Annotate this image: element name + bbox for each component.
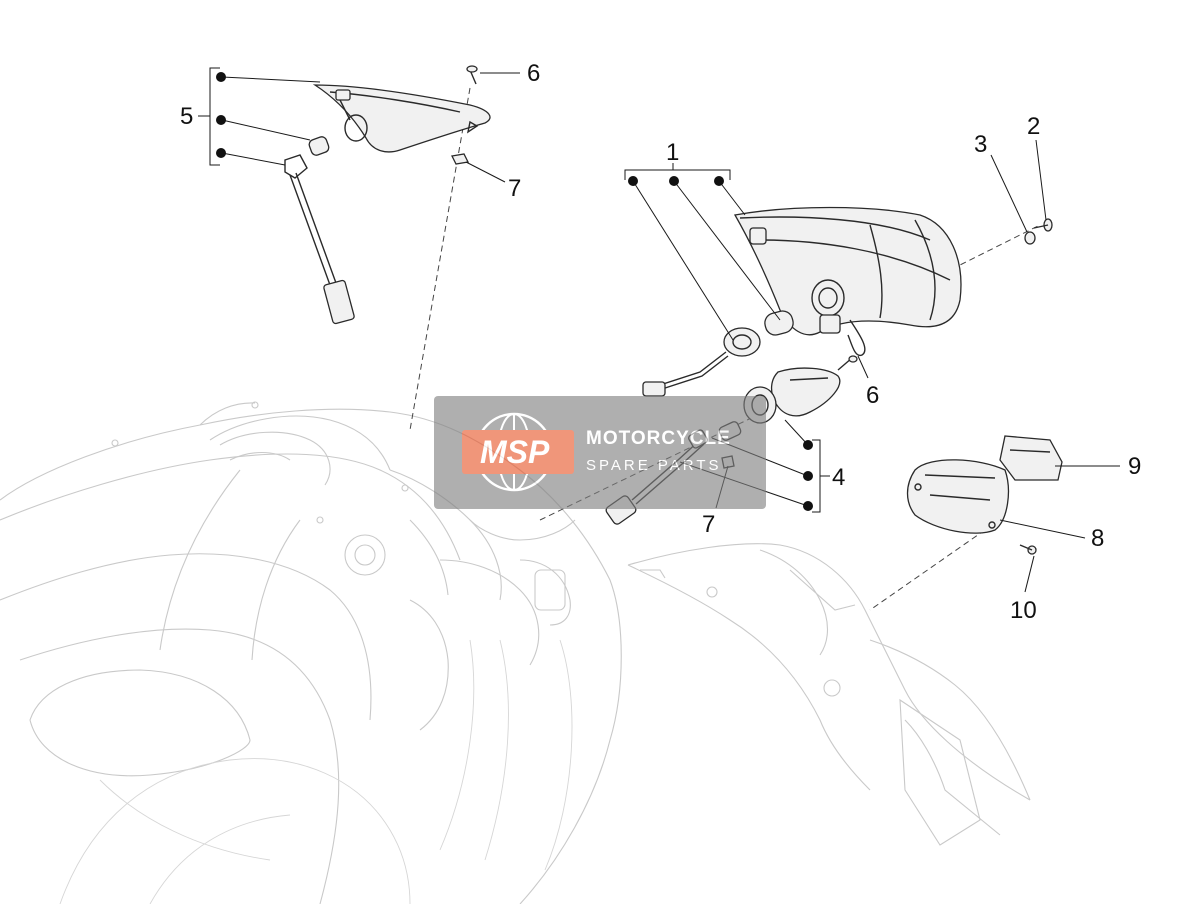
tail-light-assembly[interactable] bbox=[733, 206, 962, 357]
msp-logo-badge bbox=[462, 430, 574, 474]
callout-5[interactable]: 5 bbox=[180, 103, 193, 130]
callout-labels: 1 2 3 4 5 6 6 7 7 8 9 10 bbox=[180, 60, 1141, 624]
license-plate-light-part[interactable] bbox=[906, 459, 1010, 534]
tail-light-bulb-and-socket[interactable] bbox=[642, 309, 795, 397]
group-dots bbox=[216, 72, 813, 511]
front-turn-indicator-assembly[interactable] bbox=[284, 84, 491, 325]
scooter-body-outline bbox=[0, 401, 622, 905]
watermark-line2: SPARE PARTS bbox=[586, 457, 722, 474]
callout-6-top[interactable]: 6 bbox=[527, 60, 540, 87]
callout-4[interactable]: 4 bbox=[832, 464, 845, 491]
alignment-lines bbox=[409, 87, 1041, 611]
callout-7-top[interactable]: 7 bbox=[508, 175, 521, 202]
callout-9[interactable]: 9 bbox=[1128, 453, 1141, 480]
rear-mudguard-outline bbox=[627, 543, 1031, 846]
reflector-part[interactable] bbox=[999, 435, 1063, 481]
callout-7-lower[interactable]: 7 bbox=[702, 511, 715, 538]
callout-3[interactable]: 3 bbox=[974, 131, 987, 158]
callout-2[interactable]: 2 bbox=[1027, 113, 1040, 140]
callout-8[interactable]: 8 bbox=[1091, 525, 1104, 552]
watermark-box bbox=[434, 396, 766, 509]
watermark: MSP MOTORCYCLE SPARE PARTS bbox=[434, 396, 766, 509]
callout-10[interactable]: 10 bbox=[1010, 597, 1037, 624]
callout-6-right[interactable]: 6 bbox=[866, 382, 879, 409]
watermark-line1: MOTORCYCLE bbox=[586, 428, 731, 449]
watermark-logo: MSP bbox=[480, 434, 550, 470]
callout-1[interactable]: 1 bbox=[666, 139, 679, 166]
